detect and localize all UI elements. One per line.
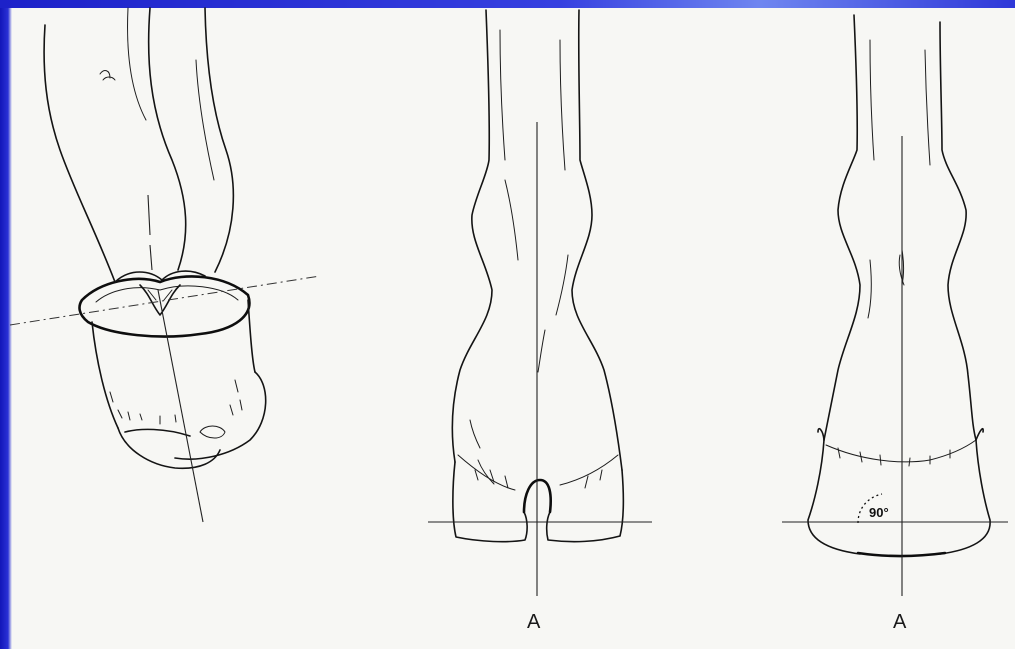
figure-2-label: A — [527, 611, 541, 633]
angle-label: 90° — [869, 505, 889, 520]
figure-hoof-front-view-split: A — [428, 10, 652, 633]
figure-hoof-front-view-level: 90° A — [782, 15, 1008, 633]
figure-hoof-sole-view — [10, 8, 320, 522]
figure-3-label: A — [893, 611, 907, 633]
